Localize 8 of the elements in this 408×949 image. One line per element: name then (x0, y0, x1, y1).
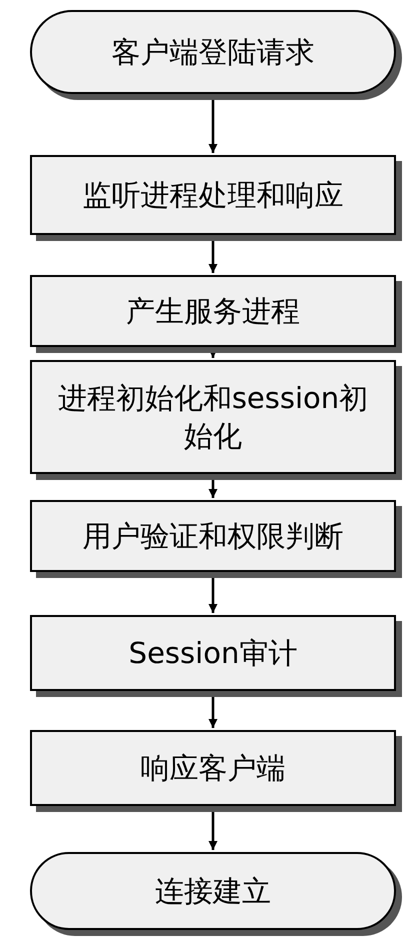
node-label: 客户端登陆请求 (112, 34, 314, 71)
node-label: Session审计 (128, 635, 298, 672)
node-label: 用户验证和权限判断 (82, 518, 344, 555)
node-label: 进程初始化和session初始化 (56, 380, 370, 455)
node-label: 产生服务进程 (126, 293, 300, 330)
node-label: 监听进程处理和响应 (82, 177, 344, 214)
node-label: 响应客户端 (140, 750, 286, 787)
node-label: 连接建立 (155, 873, 271, 910)
